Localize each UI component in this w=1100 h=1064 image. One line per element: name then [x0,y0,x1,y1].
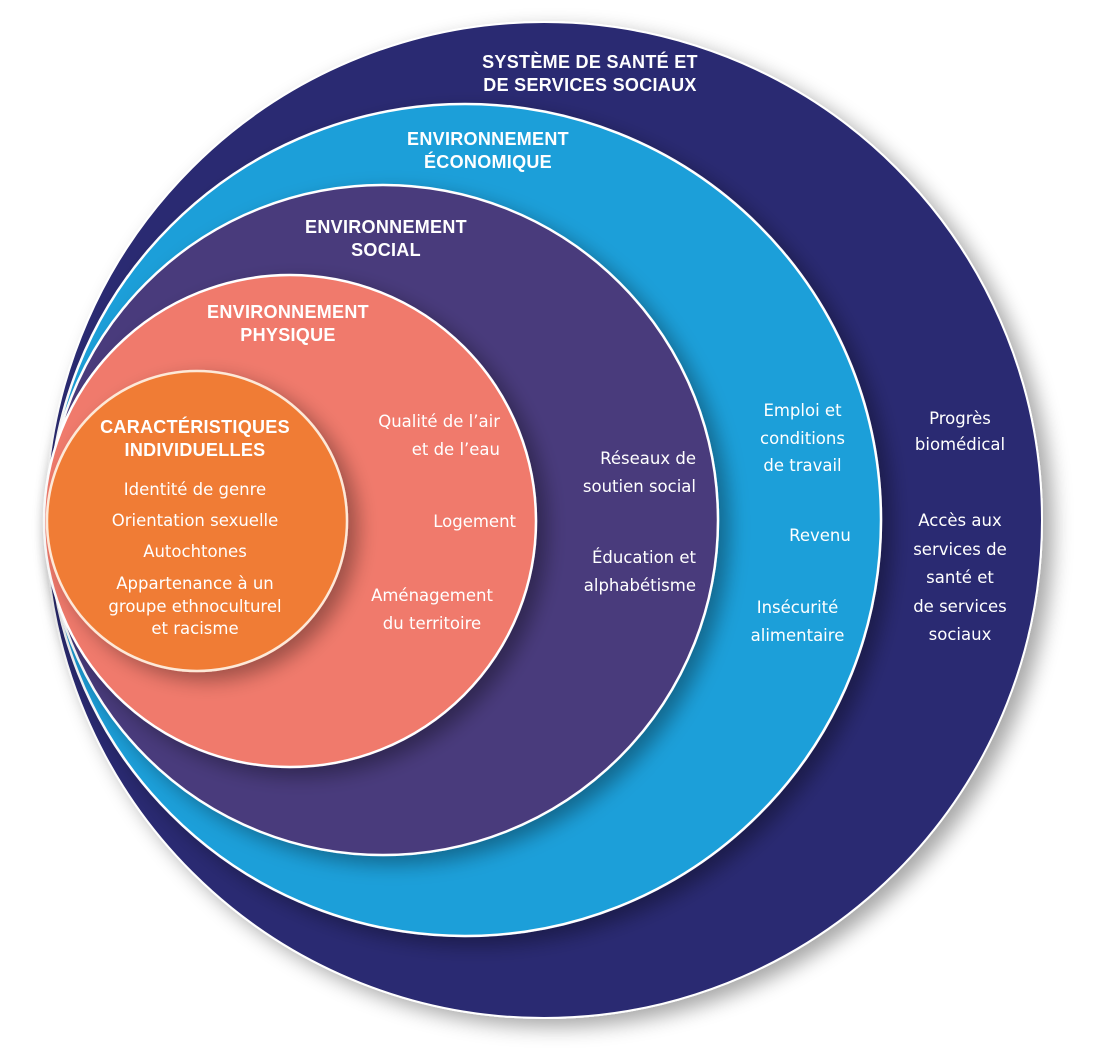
item-land-use: Aménagement du territoire [371,586,493,633]
item-ethnocultural-group: Appartenance à un groupe ethnoculturel e… [108,574,282,638]
item-air-water-quality: Qualité de l’air et de l’eau [378,412,500,459]
layer-title-economic: ENVIRONNEMENT ÉCONOMIQUE [407,129,569,172]
item-social-support: Réseaux de soutien social [582,449,696,496]
item-income: Revenu [789,526,851,545]
item-access-services: Accès aux services de santé et de servic… [913,511,1007,644]
item-employment: Emploi et conditions de travail [760,401,845,475]
item-housing: Logement [433,512,516,531]
layer-title-individual: CARACTÉRISTIQUES INDIVIDUELLES [100,417,290,460]
item-sexual-orientation: Orientation sexuelle [111,511,279,530]
item-food-insecurity: Insécurité alimentaire [750,598,845,645]
layer-title-social: ENVIRONNEMENT SOCIAL [305,217,467,260]
item-indigenous: Autochtones [143,542,247,561]
layer-title-health-system: SYSTÈME DE SANTÉ ET DE SERVICES SOCIAUX [482,52,698,95]
layer-title-physical: ENVIRONNEMENT PHYSIQUE [207,302,369,345]
item-gender-identity: Identité de genre [123,480,267,499]
item-biomedical-progress: Progrès biomédical [914,409,1006,454]
item-education: Éducation et alphabétisme [583,548,696,595]
circle-individual [45,369,349,673]
